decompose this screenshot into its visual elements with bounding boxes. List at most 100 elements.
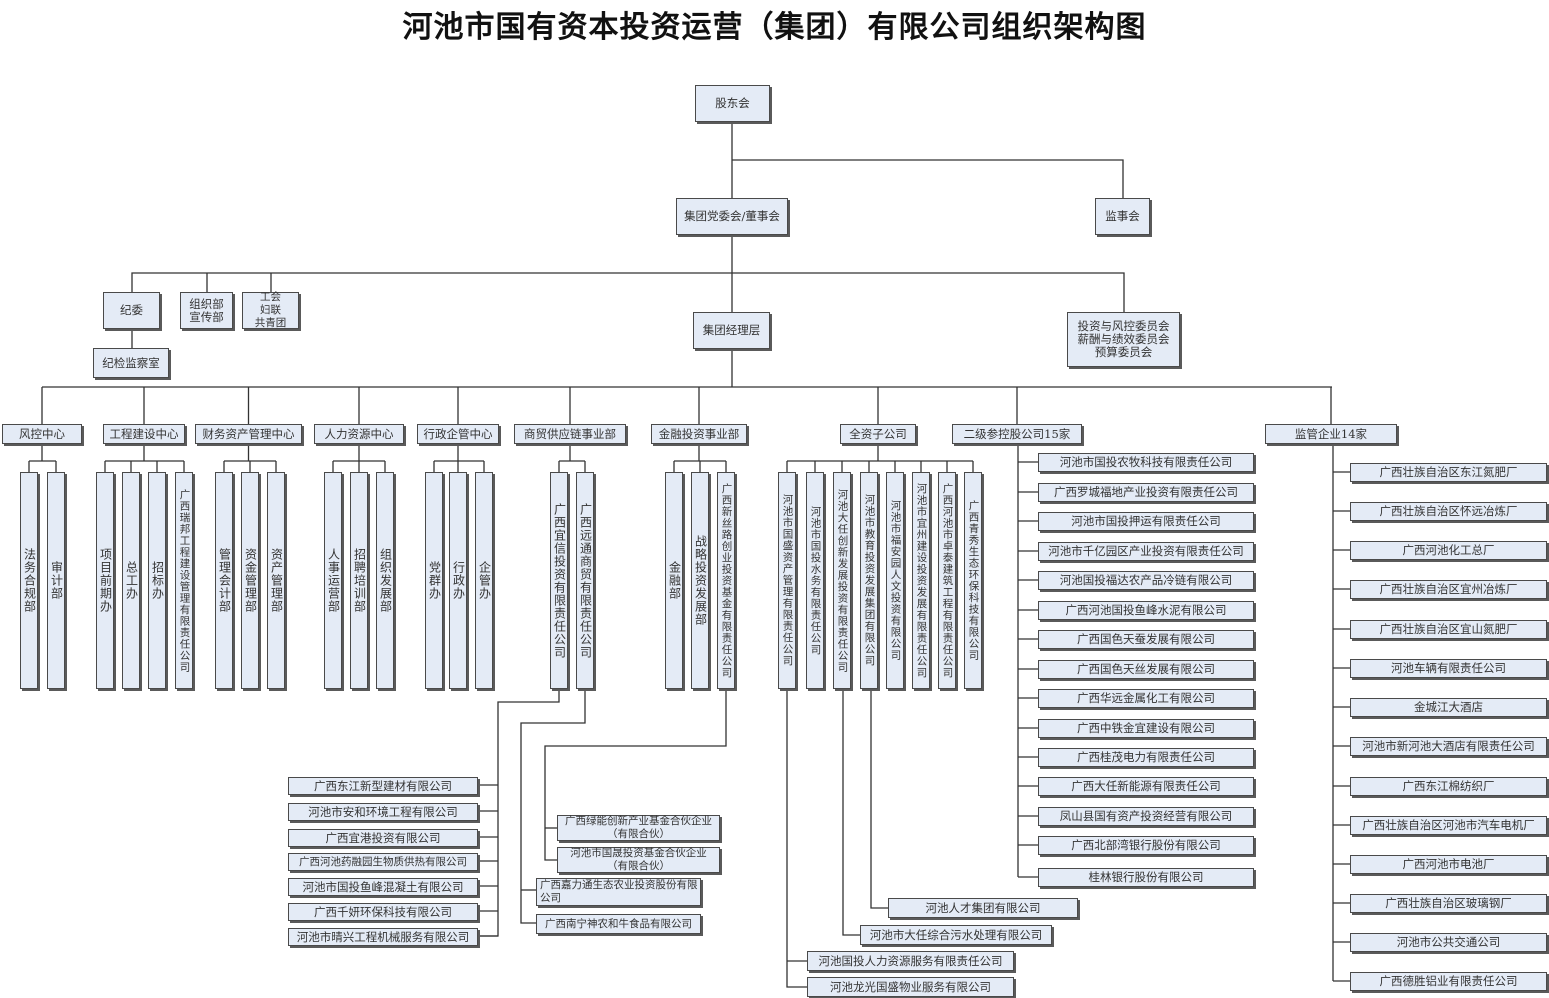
dept-box-7-7[interactable]: 广西青秀生态环保科技有限公司 (964, 472, 982, 689)
yixin-sub-2[interactable]: 广西宜港投资有限公司 (288, 829, 478, 847)
supervised-enterprise-9[interactable]: 广西壮族自治区河池市汽车电机厂 (1350, 816, 1547, 835)
board-box[interactable]: 集团党委会/董事会 (676, 198, 788, 235)
supervisors-box[interactable]: 监事会 (1095, 198, 1150, 235)
holding-company-3[interactable]: 河池市千亿园区产业投资有限责任公司 (1038, 542, 1254, 561)
dept-box-2-1-label: 资金管理部 (243, 548, 258, 613)
dept-box-7-5[interactable]: 河池市宜州建设投资发展有限责任公司 (912, 472, 930, 689)
supervised-enterprise-4[interactable]: 广西壮族自治区宜山氮肥厂 (1350, 620, 1547, 639)
supervised-enterprise-13[interactable]: 广西德胜铝业有限责任公司 (1350, 972, 1547, 991)
holding-company-4[interactable]: 河池国投福达农产品冷链有限公司 (1038, 571, 1254, 590)
dept-box-1-1[interactable]: 总工办 (122, 472, 140, 689)
supervised-enterprise-1[interactable]: 广西壮族自治区怀远冶炼厂 (1350, 502, 1547, 521)
xinsilu-sub-0[interactable]: 广西绿能创新产业基金合伙企业 （有限合伙） (557, 815, 720, 841)
yixin-sub-3[interactable]: 广西河池药融园生物质供热有限公司 (288, 853, 478, 871)
xinsilu-sub-1[interactable]: 河池市国晟投资基金合伙企业 （有限合伙） (557, 847, 720, 873)
holding-company-11[interactable]: 广西大任新能源有限责任公司 (1038, 777, 1254, 796)
dept-box-3-0[interactable]: 人事运营部 (324, 472, 342, 689)
dept-box-3-1[interactable]: 招聘培训部 (350, 472, 368, 689)
dept-box-3-2[interactable]: 组织发展部 (376, 472, 394, 689)
supervised-enterprise-6[interactable]: 金城江大酒店 (1350, 698, 1547, 717)
union-box[interactable]: 工会 妇联 共青团 (242, 291, 299, 329)
center-box-5[interactable]: 商贸供应链事业部 (514, 424, 626, 444)
holding-company-9[interactable]: 广西中铁金宜建设有限公司 (1038, 719, 1254, 738)
center-box-8[interactable]: 二级参控股公司15家 (952, 424, 1082, 444)
discipline-committee-box[interactable]: 纪委 (103, 292, 160, 329)
dept-box-4-1[interactable]: 行政办 (449, 472, 467, 689)
center-box-2[interactable]: 财务资产管理中心 (195, 424, 302, 444)
dept-box-2-1[interactable]: 资金管理部 (241, 472, 259, 689)
dept-box-6-0[interactable]: 金融部 (665, 472, 683, 689)
yuantong-sub-1-label: 广西南宁神农和牛食品有限公司 (545, 917, 692, 930)
dept-box-1-0[interactable]: 项目前期办 (96, 472, 114, 689)
center-box-1-label: 工程建设中心 (109, 426, 179, 441)
center-box-1[interactable]: 工程建设中心 (103, 424, 185, 444)
discipline-office-box[interactable]: 纪检监察室 (93, 348, 169, 378)
management-box[interactable]: 集团经理层 (693, 312, 770, 349)
yixin-sub-4[interactable]: 河池市国投鱼峰混凝土有限公司 (288, 878, 478, 896)
yuantong-sub-0[interactable]: 广西嘉力通生态农业投资股份有限公司 (536, 878, 701, 906)
center-box-7[interactable]: 全资子公司 (840, 424, 916, 444)
dept-box-0-1[interactable]: 审计部 (47, 472, 65, 689)
dept-box-7-0[interactable]: 河池市国盛资产管理有限责任公司 (778, 472, 796, 689)
education-sub-0[interactable]: 河池人才集团有限公司 (888, 898, 1078, 918)
supervised-enterprise-11[interactable]: 广西壮族自治区玻璃钢厂 (1350, 894, 1547, 913)
yixin-sub-5[interactable]: 广西千妍环保科技有限公司 (288, 903, 478, 921)
guosheng-sub-0[interactable]: 河池国投人力资源服务有限责任公司 (807, 951, 1014, 971)
center-box-6[interactable]: 金融投资事业部 (651, 424, 747, 444)
center-box-3[interactable]: 人力资源中心 (314, 424, 404, 444)
holding-company-1[interactable]: 广西罗城福地产业投资有限责任公司 (1038, 483, 1254, 502)
center-box-4[interactable]: 行政企管中心 (417, 424, 499, 444)
yuantong-sub-1[interactable]: 广西南宁神农和牛食品有限公司 (536, 914, 701, 934)
supervised-enterprise-2[interactable]: 广西河池化工总厂 (1350, 541, 1547, 560)
connector (786, 689, 807, 988)
supervised-enterprise-12[interactable]: 河池市公共交通公司 (1350, 933, 1547, 952)
holding-company-13[interactable]: 广西北部湾银行股份有限公司 (1038, 836, 1254, 855)
dept-box-5-1[interactable]: 广西远通商贸有限责任公司 (576, 472, 594, 689)
dept-box-2-2[interactable]: 资产管理部 (267, 472, 285, 689)
daren-sub-0[interactable]: 河池市大任综合污水处理有限公司 (860, 925, 1052, 945)
center-box-0[interactable]: 风控中心 (2, 424, 82, 444)
holding-company-0[interactable]: 河池市国投农牧科技有限责任公司 (1038, 453, 1254, 472)
holding-company-7[interactable]: 广西国色天丝发展有限公司 (1038, 660, 1254, 679)
dept-box-1-2[interactable]: 招标办 (148, 472, 166, 689)
dept-box-4-2[interactable]: 企管办 (475, 472, 493, 689)
holding-company-8[interactable]: 广西华远金属化工有限公司 (1038, 689, 1254, 708)
dept-box-5-0-label: 广西宜信投资有限责任公司 (552, 502, 567, 659)
holding-company-6[interactable]: 广西国色天蚕发展有限公司 (1038, 630, 1254, 649)
shareholders-box[interactable]: 股东会 (695, 85, 770, 122)
dept-box-1-3[interactable]: 广西瑞邦工程建设管理有限责任公司 (175, 472, 193, 689)
guosheng-sub-1[interactable]: 河池龙光国盛物业服务有限公司 (807, 977, 1014, 997)
yixin-sub-0[interactable]: 广西东江新型建材有限公司 (288, 777, 478, 795)
dept-box-7-4[interactable]: 河池市福安园人文投资有限公司 (886, 472, 904, 689)
supervised-enterprise-5[interactable]: 河池车辆有限责任公司 (1350, 659, 1547, 678)
yixin-sub-1[interactable]: 河池市安和环境工程有限公司 (288, 803, 478, 821)
dept-box-0-0[interactable]: 法务合规部 (20, 472, 38, 689)
holding-company-2[interactable]: 河池市国投押运有限责任公司 (1038, 512, 1254, 531)
dept-box-7-2[interactable]: 河池大任创新发展投资有限责任公司 (833, 472, 851, 689)
center-box-0-label: 风控中心 (19, 426, 65, 441)
supervised-enterprise-10[interactable]: 广西河池市电池厂 (1350, 855, 1547, 874)
dept-box-7-1[interactable]: 河池市国投水务有限责任公司 (806, 472, 824, 689)
supervised-enterprise-5-label: 河池车辆有限责任公司 (1391, 661, 1506, 675)
committees-box[interactable]: 投资与风控委员会 薪酬与绩效委员会 预算委员会 (1067, 312, 1180, 367)
holding-company-5[interactable]: 广西河池国投鱼峰水泥有限公司 (1038, 601, 1254, 620)
dept-box-7-6[interactable]: 广西河池市卓泰建筑工程有限责任公司 (938, 472, 956, 689)
dept-box-2-0[interactable]: 管理会计部 (215, 472, 233, 689)
chart-title: 河池市国有资本投资运营（集团）有限公司组织架构图 (402, 10, 1147, 45)
holding-company-14[interactable]: 桂林银行股份有限公司 (1038, 868, 1254, 887)
yixin-sub-6[interactable]: 河池市晴兴工程机械服务有限公司 (288, 928, 478, 946)
supervised-enterprise-7[interactable]: 河池市新河池大酒店有限责任公司 (1350, 737, 1547, 756)
supervised-enterprise-0[interactable]: 广西壮族自治区东江氮肥厂 (1350, 463, 1547, 482)
center-box-9[interactable]: 监管企业14家 (1265, 424, 1397, 444)
dept-box-1-2-label: 招标办 (150, 561, 165, 600)
org-publicity-box[interactable]: 组织部 宣传部 (180, 292, 233, 329)
holding-company-12[interactable]: 凤山县国有资产投资经营有限公司 (1038, 807, 1254, 826)
dept-box-6-1[interactable]: 战略投资发展部 (691, 472, 709, 689)
holding-company-10[interactable]: 广西桂茂电力有限责任公司 (1038, 748, 1254, 767)
dept-box-4-0[interactable]: 党群办 (425, 472, 443, 689)
dept-box-5-0[interactable]: 广西宜信投资有限责任公司 (550, 472, 568, 689)
dept-box-6-2[interactable]: 广西新丝路创业投资基金有限责任公司 (717, 472, 735, 689)
dept-box-7-3[interactable]: 河池市教育投资发展集团有限公司 (860, 472, 878, 689)
supervised-enterprise-3[interactable]: 广西壮族自治区宜州冶炼厂 (1350, 580, 1547, 599)
supervised-enterprise-8[interactable]: 广西东江棉纺织厂 (1350, 777, 1547, 796)
